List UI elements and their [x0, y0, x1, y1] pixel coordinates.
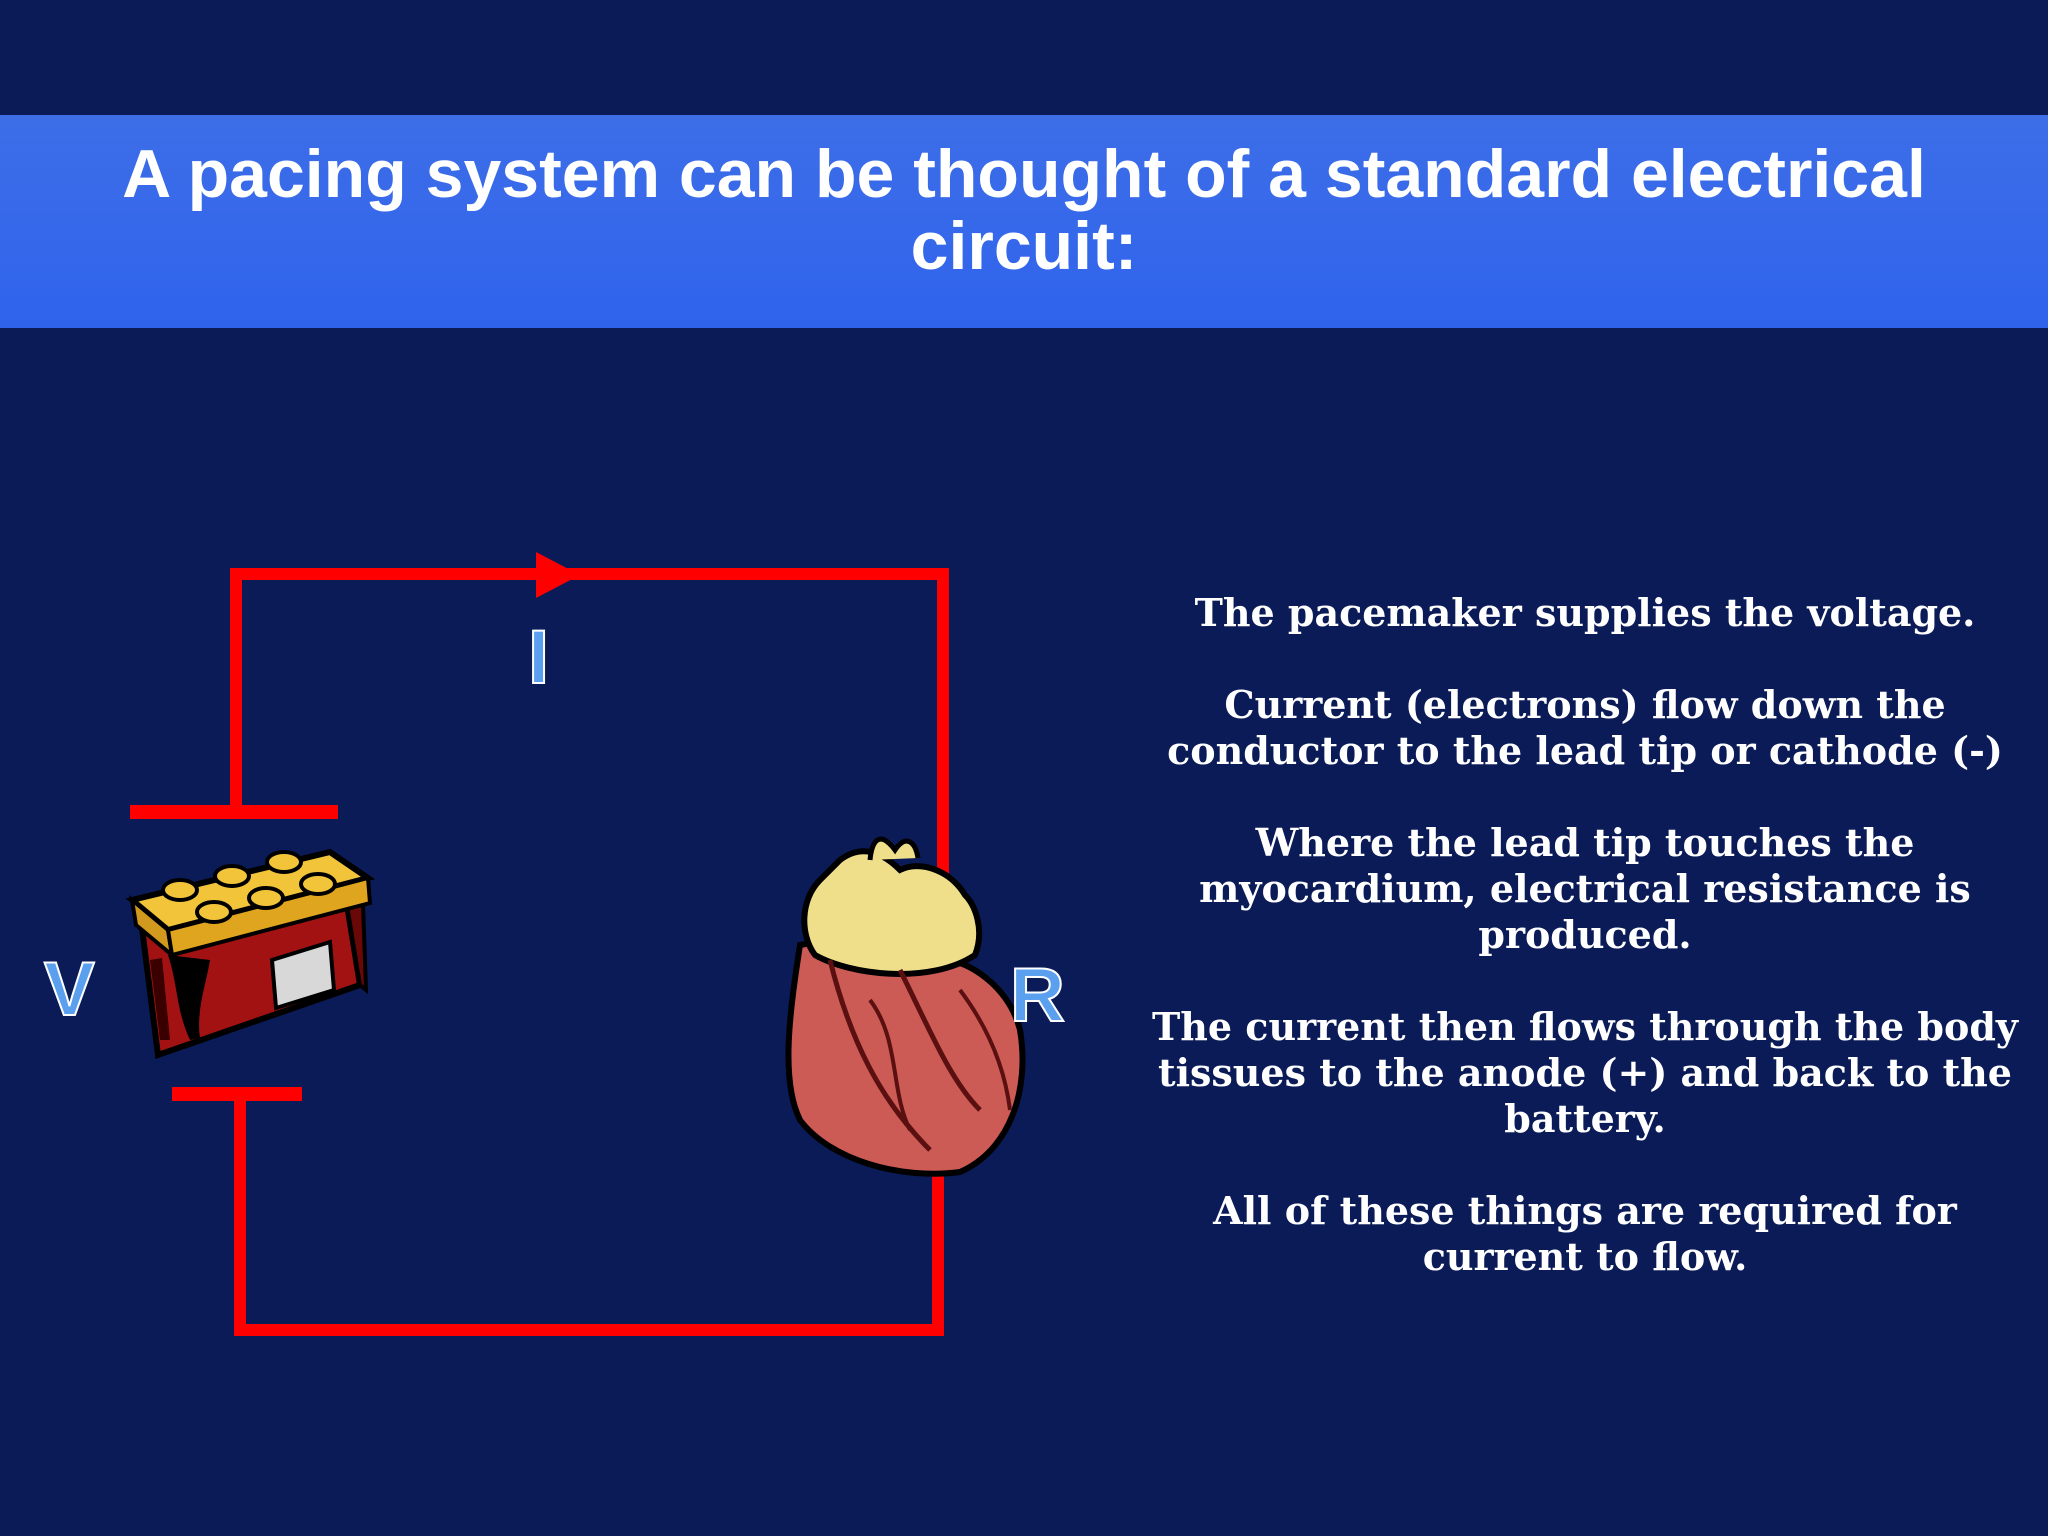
resistance-label: R — [1010, 953, 1065, 1038]
current-arrow-icon — [536, 552, 580, 598]
paragraph-return-path: The current then flows through the body … — [1152, 1004, 2018, 1141]
title-band — [0, 115, 2048, 328]
circuit-wire — [230, 568, 949, 1336]
current-label: I — [528, 615, 549, 700]
paragraph-voltage: The pacemaker supplies the voltage. — [1194, 590, 1976, 635]
voltage-label: V — [44, 947, 95, 1032]
paragraph-requirement: All of these things are required for cur… — [1213, 1188, 1957, 1279]
slide-title: A pacing system can be thought of a stan… — [122, 136, 1926, 284]
battery-icon — [125, 848, 376, 1060]
explanation-text: The pacemaker supplies the voltage. Curr… — [1150, 590, 2020, 1326]
heart-icon — [785, 836, 1026, 1177]
paragraph-resistance: Where the lead tip touches the myocardiu… — [1199, 820, 1971, 957]
paragraph-current: Current (electrons) flow down the conduc… — [1167, 682, 2003, 773]
